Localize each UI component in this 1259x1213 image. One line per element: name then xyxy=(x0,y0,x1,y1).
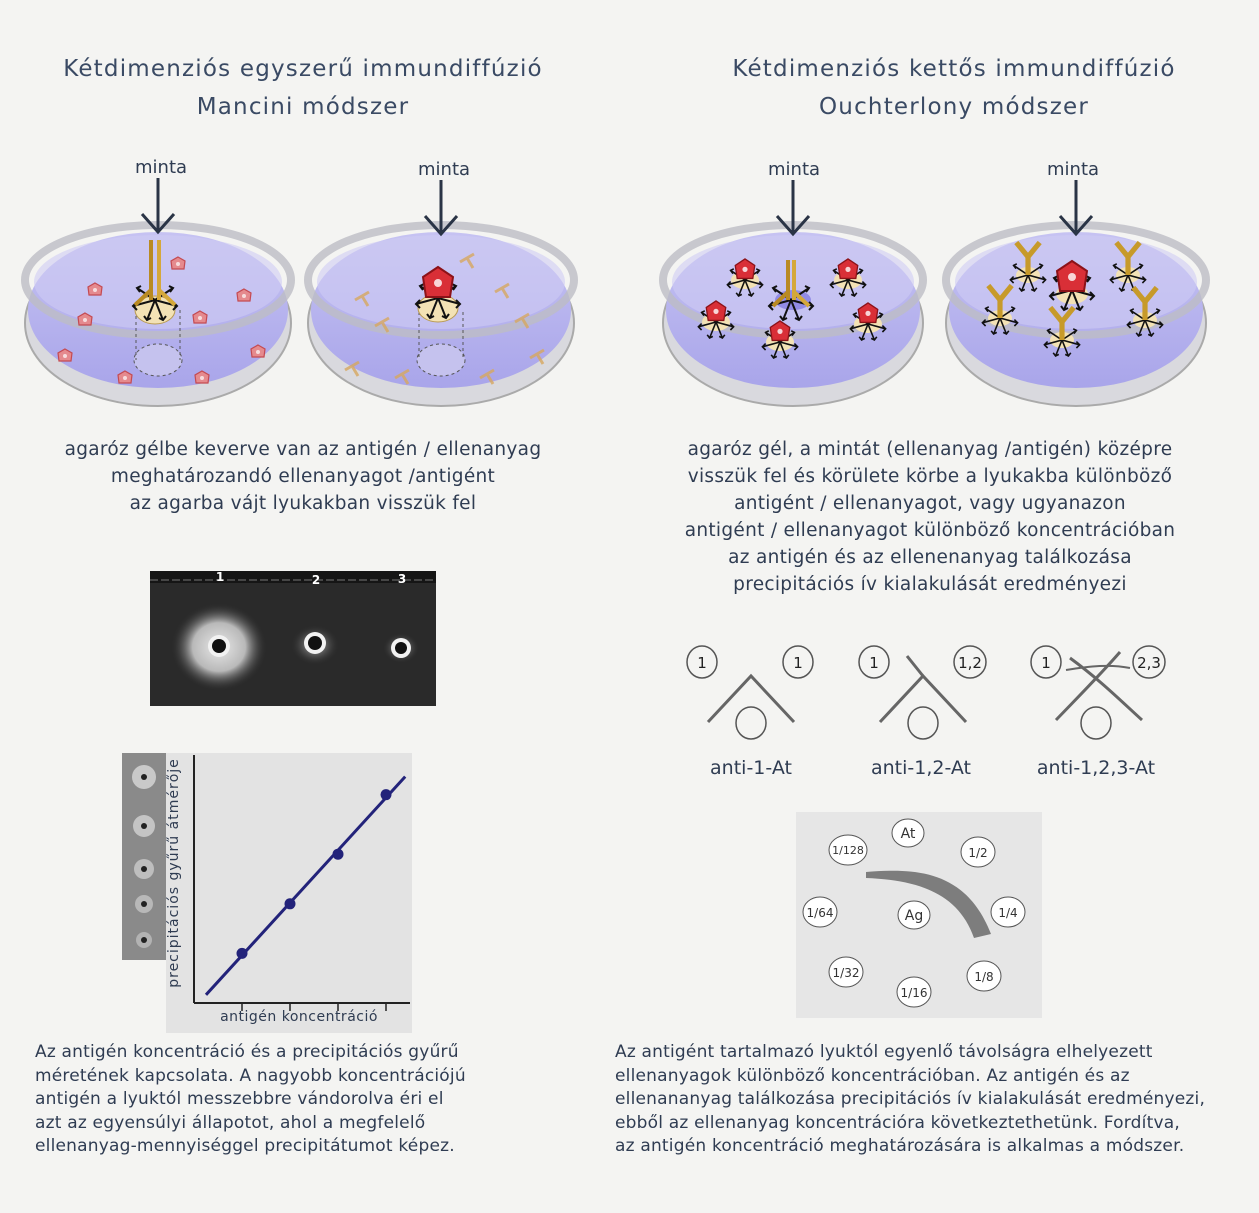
gel-strip-photo xyxy=(122,753,166,960)
pattern2-left-label: 1 xyxy=(869,654,879,672)
pattern-non-identity: 1 2,3 anti-1,2,3-At xyxy=(1030,645,1166,779)
right-para-line5: az antigén koncentráció meghatározására … xyxy=(615,1136,1185,1157)
right-desc-line3: antigént / ellenanyagot, vagy ugyanazon xyxy=(734,493,1126,514)
left-paragraph: Az antigén koncentráció és a precipitáci… xyxy=(35,1041,595,1159)
right-para-line4: ebből az ellenanyag koncentrációra követ… xyxy=(615,1112,1180,1133)
right-para-line2: ellenanyagok különböző koncentrációban. … xyxy=(615,1065,1130,1086)
left-para-line3: antigén a lyuktól messzebbre vándorolva … xyxy=(35,1089,444,1110)
pattern3-left-label: 1 xyxy=(1041,654,1051,672)
right-desc-line1: agaróz gél, a mintát (ellenanyag /antigé… xyxy=(687,439,1173,460)
dilution-top-label: At xyxy=(901,826,916,842)
right-para-line3: ellenananyag találkozása precipitációs í… xyxy=(615,1089,1206,1110)
photo-label-1: 1 xyxy=(216,571,224,584)
well-1-32: 1/32 xyxy=(833,966,860,980)
well-1-2: 1/2 xyxy=(968,846,987,860)
right-desc-line6: precipitációs ív kialakulását eredményez… xyxy=(733,574,1127,595)
right-para-line1: Az antigént tartalmazó lyuktól egyenlő t… xyxy=(615,1042,1153,1062)
left-para-line5: ellenanyag-mennyiséggel precipitátumot k… xyxy=(35,1136,455,1157)
left-desc-line1: agaróz gélbe keverve van az antigén / el… xyxy=(64,439,542,460)
left-para-line1: Az antigén koncentráció és a precipitáci… xyxy=(35,1042,459,1062)
pattern1-left-label: 1 xyxy=(697,654,707,672)
right-title: Kétdimenziós kettős immundiffúzió Ouchte… xyxy=(690,50,1218,126)
photo-label-2: 2 xyxy=(312,573,320,587)
data-point-3 xyxy=(332,848,344,860)
minta-label-1: minta xyxy=(135,157,188,178)
dilution-panel: At Ag 1/2 1/4 1/8 1/16 1/32 1/64 1/128 xyxy=(796,812,1042,1018)
pattern-identity: 1 1 anti-1-At xyxy=(686,645,814,779)
left-desc-line2: meghatározandó ellenanyagot /antigént xyxy=(110,466,496,487)
left-title-line2: Mancini módszer xyxy=(196,94,410,120)
well-1-64: 1/64 xyxy=(807,906,834,920)
left-title: Kétdimenziós egyszerű immundiffúzió Manc… xyxy=(40,50,566,126)
petri-dish-4 xyxy=(942,178,1210,407)
well-1-4: 1/4 xyxy=(998,906,1017,920)
minta-label-2: minta xyxy=(418,159,471,180)
left-para-line4: azt az egyensúlyi állapotot, ahol a megf… xyxy=(35,1112,426,1133)
right-paragraph: Az antigént tartalmazó lyuktól egyenlő t… xyxy=(615,1041,1255,1159)
pattern1-caption: anti-1-At xyxy=(710,757,792,779)
petri-dish-3 xyxy=(659,178,927,407)
data-point-2 xyxy=(284,898,296,910)
graph-xlabel: antigén koncentráció xyxy=(220,1009,378,1025)
left-para-line2: méretének kapcsolata. A nagyobb koncentr… xyxy=(35,1065,466,1086)
data-point-1 xyxy=(236,947,248,959)
data-point-4 xyxy=(380,789,392,801)
petri-dishes-illustration xyxy=(21,176,1210,407)
data-points xyxy=(236,789,392,959)
mancini-graph: precipitációs gyűrű átmérője antigén kon… xyxy=(166,753,412,1033)
right-desc-line2: visszük fel és körülete körbe a lyukakba… xyxy=(687,466,1173,487)
photo-label-3: 3 xyxy=(398,572,406,586)
well-1-16: 1/16 xyxy=(901,986,928,1000)
well-1-8: 1/8 xyxy=(974,970,993,984)
ouchterlony-patterns: 1 1 anti-1-At 1 1,2 anti-1,2-At 1 2,3 an… xyxy=(686,645,1166,779)
pattern2-right-label: 1,2 xyxy=(958,654,982,672)
graph-ylabel: precipitációs gyűrű átmérője xyxy=(166,758,182,988)
dish3-wells xyxy=(697,258,887,359)
right-description: agaróz gél, a mintát (ellenanyag /antigé… xyxy=(666,436,1194,598)
pattern3-caption: anti-1,2,3-At xyxy=(1037,757,1155,779)
right-title-line1: Kétdimenziós kettős immundiffúzió xyxy=(732,56,1176,82)
mancini-gel-photo: 1 2 3 xyxy=(150,571,436,706)
well-1-128: 1/128 xyxy=(832,844,864,857)
right-desc-line4: antigént / ellenanyagot különböző koncen… xyxy=(684,520,1176,541)
left-title-line1: Kétdimenziós egyszerű immundiffúzió xyxy=(63,56,543,82)
trend-line xyxy=(204,775,407,996)
pattern2-caption: anti-1,2-At xyxy=(871,757,971,779)
pattern3-right-label: 2,3 xyxy=(1137,654,1161,672)
minta-label-4: minta xyxy=(1047,159,1100,180)
right-title-line2: Ouchterlony módszer xyxy=(818,94,1090,120)
dilution-center-label: Ag xyxy=(905,908,923,924)
pattern-partial-identity: 1 1,2 anti-1,2-At xyxy=(858,645,987,779)
pattern1-right-label: 1 xyxy=(793,654,803,672)
minta-label-3: minta xyxy=(768,159,821,180)
left-description: agaróz gélbe keverve van az antigén / el… xyxy=(40,436,566,517)
left-desc-line3: az agarba vájt lyukakban visszük fel xyxy=(129,493,477,514)
petri-dish-2 xyxy=(304,178,578,407)
petri-dish-1 xyxy=(21,176,295,407)
right-desc-line5: az antigén és az ellenenanyag találkozás… xyxy=(728,547,1132,568)
